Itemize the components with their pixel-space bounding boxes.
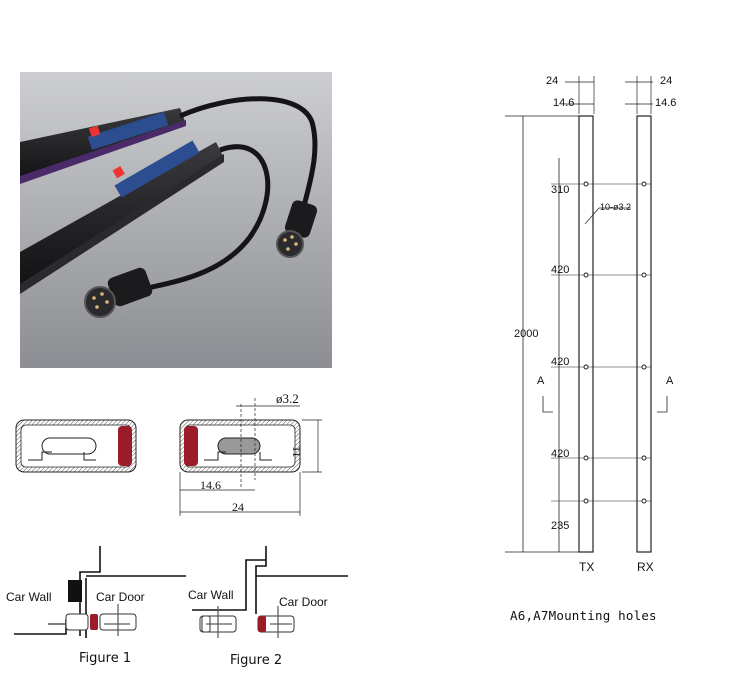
- mounting-hole: [583, 498, 589, 504]
- fig1-car-door-label: Car Door: [96, 590, 145, 604]
- section-mark-left: A: [537, 375, 545, 387]
- spacing-1: 310: [551, 184, 570, 196]
- tx-bar: [578, 115, 594, 553]
- connector-right: [276, 200, 318, 258]
- spacing-4: 420: [551, 448, 570, 460]
- installation-figure-2: [192, 546, 348, 638]
- inner-width-label: 14.6: [200, 478, 221, 492]
- mounting-hole: [641, 364, 647, 370]
- connector-left: [84, 267, 153, 318]
- spacing-5: 235: [551, 520, 570, 532]
- mounting-hole: [641, 181, 647, 187]
- spacing-3: 420: [551, 356, 570, 368]
- hole-spec-label: 10-ø3.2: [600, 202, 632, 212]
- product-photo: [20, 72, 332, 368]
- top-dim-outer-left: 24: [546, 75, 559, 87]
- mounting-hole: [641, 498, 647, 504]
- figure-1-caption: Figure 1: [79, 651, 132, 666]
- mounting-hole: [583, 364, 589, 370]
- section-mark-right: A: [666, 375, 674, 387]
- dia-label: ø3.2: [276, 391, 299, 406]
- outer-width-label: 24: [232, 500, 244, 514]
- mounting-hole: [641, 455, 647, 461]
- sensor-bar-upper: [20, 108, 186, 184]
- installation-figure-1: [14, 546, 186, 638]
- profile-right: [179, 398, 322, 516]
- mounting-caption: A6,A7Mounting holes: [510, 608, 657, 623]
- mounting-holes-drawing: [505, 76, 668, 553]
- profile-left: [15, 419, 137, 473]
- fig1-car-wall-label: Car Wall: [6, 590, 52, 604]
- total-length-label: 2000: [514, 328, 539, 340]
- rx-label: RX: [637, 560, 654, 574]
- mounting-hole: [583, 455, 589, 461]
- spacing-2: 420: [551, 264, 570, 276]
- fig2-car-wall-label: Car Wall: [188, 588, 234, 602]
- profile-cross-sections: [15, 398, 322, 516]
- figure-2-caption: Figure 2: [230, 653, 283, 668]
- tx-label: TX: [579, 560, 595, 574]
- mounting-hole: [583, 272, 589, 278]
- rx-bar: [636, 115, 652, 553]
- installation-figures: [14, 546, 348, 638]
- height-label: 11: [290, 446, 304, 458]
- fig2-car-door-label: Car Door: [279, 595, 328, 609]
- top-dim-inner-right: 14.6: [655, 97, 677, 109]
- mounting-hole: [583, 181, 589, 187]
- sensor-bar-lower: [20, 140, 224, 294]
- top-dim-outer-right: 24: [660, 75, 673, 87]
- mounting-hole: [641, 272, 647, 278]
- top-dim-inner-left: 14.6: [553, 97, 575, 109]
